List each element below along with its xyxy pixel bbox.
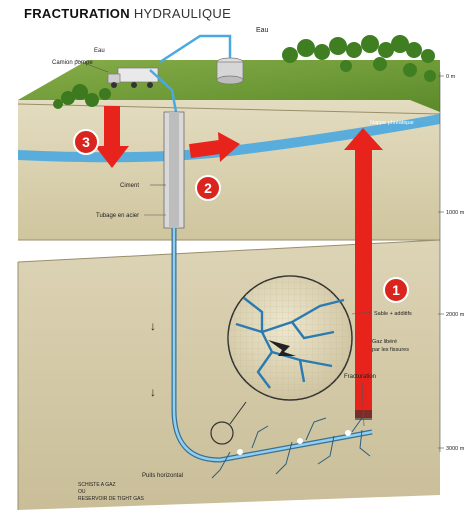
depth-tick-0: 0 m	[446, 74, 456, 80]
depth-tick-2000: 2000 m	[446, 312, 465, 318]
tree-cluster-left	[53, 84, 111, 109]
label-tubage: Tubage en acier	[96, 213, 139, 219]
marker-3: 3	[73, 129, 99, 155]
label-source-2: OU	[78, 489, 86, 495]
label-source-3: RESERVOIR DE TIGHT GAS	[78, 496, 145, 502]
fracture-glints	[237, 430, 351, 455]
label-sable: Sable + additifs	[374, 311, 412, 317]
label-nappe: Nappe phréatique	[370, 120, 414, 126]
diagram-title: FRACTURATION HYDRAULIQUE	[24, 6, 231, 21]
label-camion: Camion pompe	[52, 60, 93, 66]
depth-tick-3000: 3000 m	[446, 446, 465, 452]
label-puits: Puits horizontal	[142, 473, 183, 479]
title-light: HYDRAULIQUE	[133, 6, 232, 21]
pressure-down-markers: ↓ ↓	[150, 319, 156, 399]
label-source-1: SCHISTE A GAZ	[78, 482, 116, 488]
truck-pipe	[149, 69, 178, 113]
svg-text:1: 1	[392, 282, 400, 298]
svg-text:↓: ↓	[150, 385, 156, 399]
marker-2: 2	[195, 175, 221, 201]
depth-scale: 0 m 1000 m 2000 m 3000 m	[438, 72, 465, 452]
label-ciment: Ciment	[120, 183, 139, 189]
surface-water-pipe	[159, 34, 232, 64]
label-gaz-line2: par les fissures	[372, 347, 409, 353]
detail-highlight-circle	[210, 421, 234, 445]
depth-tick-1000: 1000 m	[446, 210, 465, 216]
tree-cluster-right	[282, 35, 436, 82]
svg-text:2: 2	[204, 180, 212, 196]
label-eau-small: Eau	[94, 48, 105, 54]
arrow-3-downward	[95, 106, 129, 168]
svg-text:3: 3	[82, 134, 90, 150]
arrow-2-rightward	[189, 132, 240, 162]
water-tank-icon	[216, 57, 244, 85]
label-eau-top: Eau	[256, 27, 269, 34]
well-casing	[163, 111, 185, 229]
leader-lines	[75, 59, 373, 427]
deep-ground-block	[17, 239, 441, 510]
marker-1: 1	[383, 277, 409, 303]
title-bold: FRACTURATION	[24, 6, 130, 21]
svg-text:↓: ↓	[150, 319, 156, 333]
magnified-fracture-lens	[227, 275, 353, 401]
pump-truck-icon	[107, 67, 159, 88]
label-gaz-line1: Gaz libéré	[372, 339, 397, 345]
label-fracturation: Fracturation	[344, 374, 376, 380]
